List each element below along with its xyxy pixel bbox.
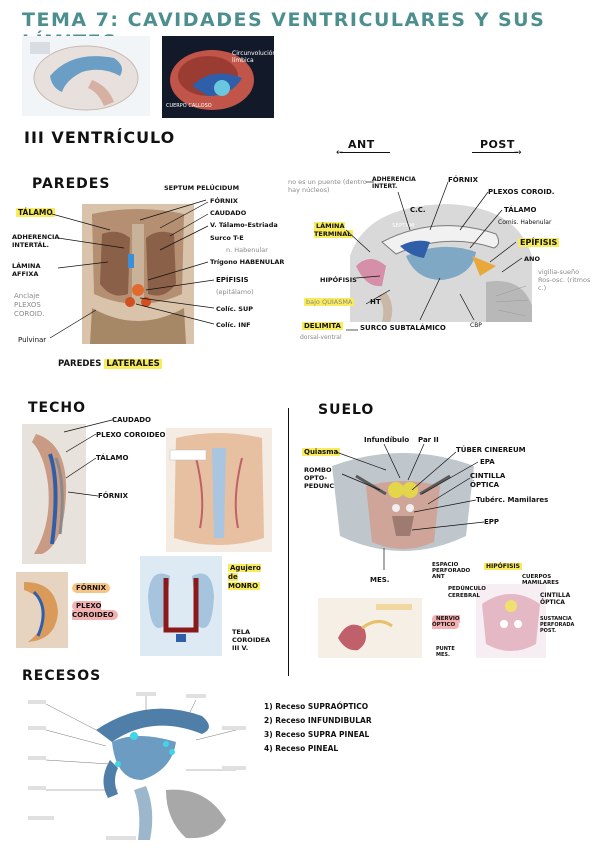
- section-iii-ventricle-heading: III VENTRÍCULO: [24, 128, 176, 147]
- label-epifisis-sag: EPÍFISIS: [518, 238, 560, 247]
- techo-heading: TECHO: [28, 400, 87, 416]
- label-plexos-sag: PLEXOS COROID.: [488, 188, 555, 196]
- techo-label-fornix: FÓRNIX: [98, 492, 128, 500]
- monro-drawing: [140, 556, 222, 656]
- sagittal-brain-diagram: C.C. SEPTUM: [346, 196, 536, 322]
- suelo-ventral-drawing: [326, 446, 480, 562]
- label-epifisis: EPÍFISIS: [216, 276, 249, 284]
- suelo-epa: EPA: [480, 458, 495, 466]
- sagittal-ventricle-thumbnail: [22, 36, 150, 116]
- label-epitalamo: (epitálamo): [216, 288, 254, 296]
- photo-label: Circunvolución límbica: [232, 50, 274, 64]
- label-talamo-sag: TÁLAMO: [504, 206, 537, 214]
- label-cc: C.C.: [410, 206, 426, 214]
- label-vena-talamo: V. Tálamo-Estriada: [210, 221, 278, 229]
- suelo-cuerpos: CUERPOS MAMILARES: [522, 574, 559, 586]
- label-caudado: CAUDADO: [210, 209, 247, 217]
- suelo-infundibulo: Infundíbulo: [364, 436, 410, 444]
- label-surco: Surco T-E: [210, 234, 244, 242]
- suelo-tuber: TÚBER CINEREUM: [456, 446, 526, 454]
- post-arrow-icon: →: [514, 148, 522, 158]
- suelo-nervio: NERVIO ÓPTICO: [432, 615, 460, 629]
- post-label: POST: [480, 138, 515, 151]
- receso-4: 4) Receso PINEAL: [264, 744, 339, 753]
- label-ano: ANO: [524, 255, 540, 263]
- label-adherencia: ADHERENCIA INTERTÁL.: [12, 233, 60, 249]
- label-colic-sup: Colíc. SUP: [216, 305, 254, 313]
- label-fornix-sag: FÓRNIX: [448, 176, 478, 184]
- label-lamina-terminal: LÁMINA TERMINAL: [314, 222, 354, 238]
- suelo-pons: PUNTE MES.: [436, 646, 455, 658]
- suelo-sagittal-mini: [318, 598, 422, 658]
- label-hipofisis-sag: HIPÓFISIS: [320, 276, 357, 284]
- post-arrow-line: [472, 152, 518, 153]
- limbic-brain-photo: Circunvolución límbica CUERPO CALLOSO: [162, 36, 274, 118]
- coronal-walls-photo: [82, 204, 194, 344]
- techo-plexo-tag: PLEXO COROIDEO: [72, 601, 118, 620]
- label-dorsal: dorsal-ventral: [300, 334, 342, 341]
- techo-tela: TELA COROIDEA III V.: [232, 628, 271, 652]
- techo-lateral-photo: [22, 424, 86, 564]
- paredes-heading: PAREDES: [32, 176, 111, 192]
- suelo-rombo: ROMBO OPTO-PEDUNC: [304, 466, 335, 490]
- suelo-base-mini: [476, 584, 546, 658]
- label-comis-sag: Comis. Habenular: [498, 219, 552, 226]
- suelo-quiasma: Quiasma: [302, 448, 341, 456]
- suelo-tuberc: Tubérc. Mamilares: [476, 496, 549, 504]
- label-pulvinar: Pulvinar: [18, 336, 47, 344]
- suelo-par-ii: Par II: [418, 436, 439, 444]
- receso-3: 3) Receso SUPRA PINEAL: [264, 730, 370, 739]
- suelo-cintilla: CINTILLA ÓPTICA: [470, 472, 506, 489]
- label-fornix: FÓRNIX: [210, 197, 238, 205]
- label-colic-inf: Colíc. INF: [216, 321, 251, 329]
- label-septum: SEPTUM PELÚCIDUM: [164, 184, 240, 192]
- label-no-puente: no es un puente (dentro hay núcleos): [288, 178, 367, 194]
- suelo-epp: EPP: [484, 518, 500, 526]
- vertical-divider: [288, 408, 289, 676]
- paredes-leader-lines: [49, 199, 215, 339]
- techo-label-plexo: PLEXO COROIDEO: [96, 431, 166, 439]
- label-ht: HT: [370, 298, 381, 306]
- techo-fornix-tag: FÓRNIX: [72, 583, 110, 593]
- receso-2: 2) Receso INFUNDIBULAR: [264, 716, 372, 725]
- paredes-footer: PAREDES: [58, 359, 102, 369]
- label-lamina-affixa: LÁMINA AFFIXA: [12, 262, 41, 278]
- paredes-footer-highlight: LATERALES: [104, 359, 162, 369]
- techo-dorsal-drawing: [166, 428, 272, 552]
- label-trigono: Trígono HABENULAR: [210, 258, 285, 266]
- suelo-mes: MES.: [370, 576, 390, 584]
- suelo-hipofisis-tag: HIPÓFISIS: [484, 563, 522, 570]
- suelo-espacio: ESPACIO PERFORADO ANT: [432, 562, 471, 580]
- label-delimita: DELIMITA: [302, 322, 343, 330]
- label-cbp: CBP: [470, 322, 482, 329]
- ant-arrow-icon: ←: [336, 148, 344, 158]
- techo-agujero-monro: Agujero de MONRO: [228, 564, 261, 590]
- suelo-sust: SUSTANCIA PERFORADA POST.: [540, 616, 575, 634]
- label-n-habenular: n. Habenular: [226, 246, 268, 254]
- label-vigilia: vigilia-sueño Ros-osc. (ritmos c.): [538, 268, 591, 292]
- techo-label-talamo: TÁLAMO: [96, 454, 129, 462]
- ant-arrow-line: [340, 152, 390, 153]
- suelo-heading: SUELO: [318, 402, 375, 418]
- suelo-pedunc: PEDÚNCULO CEREBRAL: [448, 586, 486, 599]
- ant-label: ANT: [348, 138, 375, 151]
- label-adherencia-intert: ADHERENCIA INTERT.: [372, 176, 416, 190]
- label-surco-sub: SURCO SUBTALÁMICO: [360, 324, 446, 332]
- recesos-heading: RECESOS: [22, 668, 102, 684]
- techo-leader-lines: [63, 419, 113, 497]
- suelo-cintilla2: CINTILLA ÓPTICA: [540, 592, 571, 606]
- fornix-photo: [16, 572, 68, 648]
- sagittal-leader-lines: [345, 181, 523, 331]
- recesos-sagittal-drawing: [26, 690, 250, 844]
- label-septum-sag: SEPTUM: [392, 223, 415, 229]
- photo-sublabel: CUERPO CALLOSO: [166, 103, 212, 109]
- techo-label-caudado: CAUDADO: [112, 416, 152, 424]
- label-anclaje: Anclaje PLEXOS COROID.: [14, 292, 45, 318]
- label-talamo: TÁLAMO: [16, 208, 55, 217]
- label-quiasma-sag: bajo QUIASMA: [304, 298, 355, 306]
- suelo-leader-lines: [335, 443, 485, 570]
- receso-1: 1) Receso SUPRAÓPTICO: [264, 702, 369, 711]
